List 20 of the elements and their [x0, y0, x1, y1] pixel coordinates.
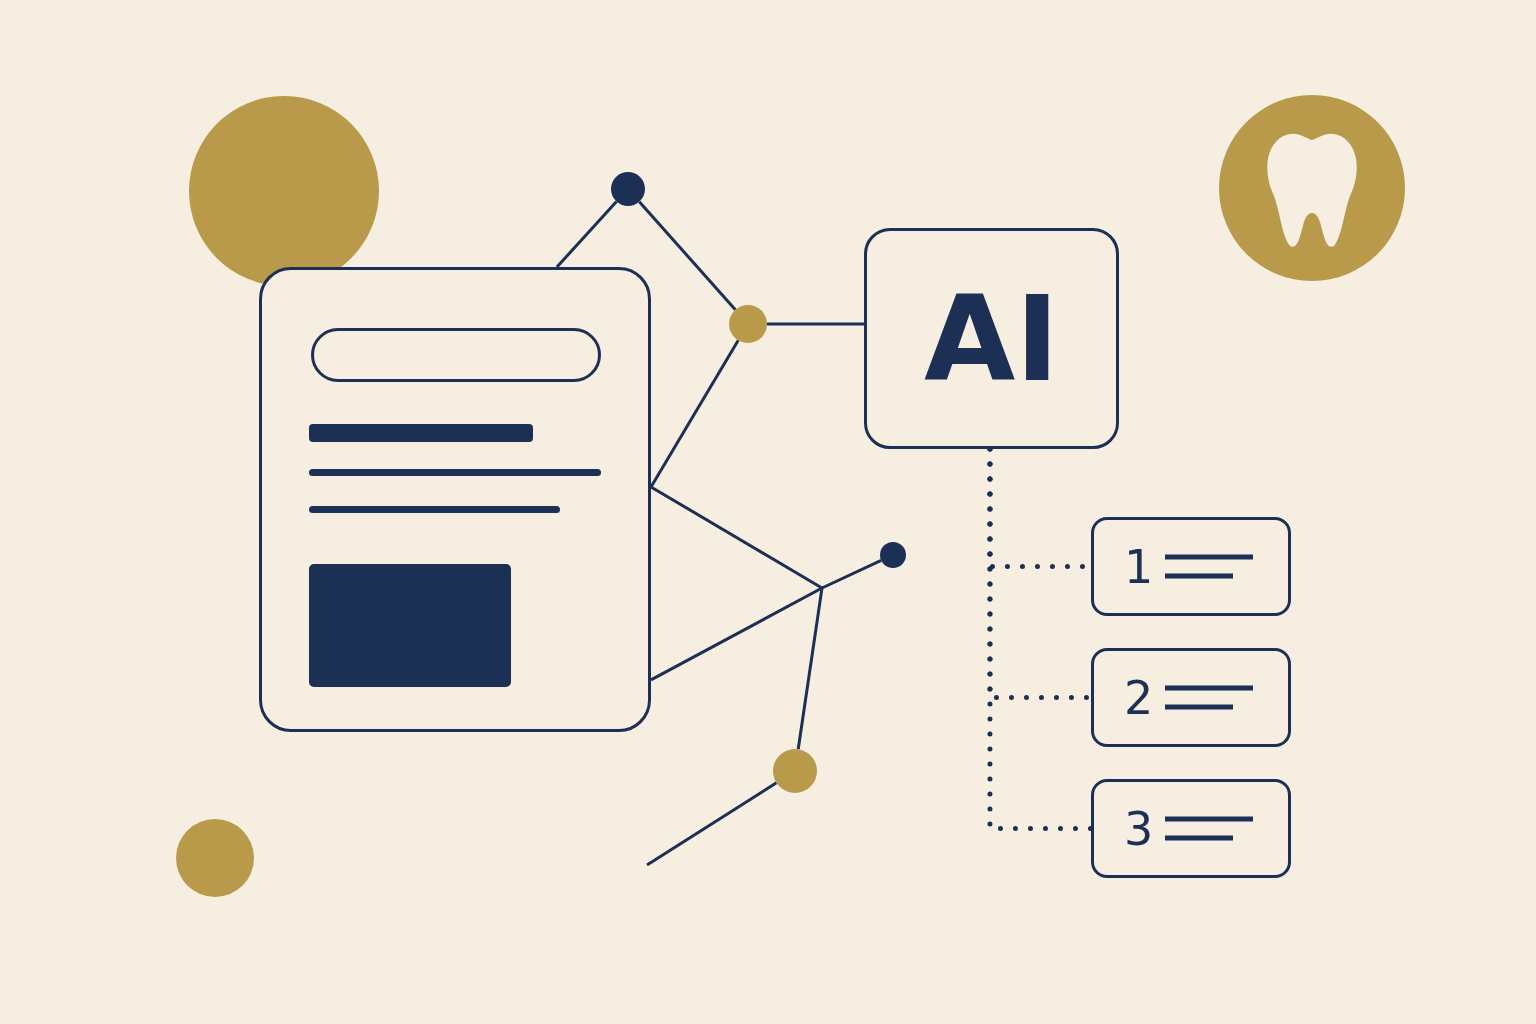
box-label: AI [923, 279, 1060, 398]
list-item-box [1091, 517, 1291, 616]
connector-line [638, 200, 737, 311]
connector-line [649, 339, 740, 488]
connector-line [650, 586, 824, 750]
connector-line [650, 485, 882, 590]
list-item-box [1091, 779, 1291, 878]
item-number: 2 [1124, 674, 1154, 721]
connector-line [767, 322, 864, 326]
network-dot [611, 172, 645, 206]
ai-box [864, 228, 1119, 449]
network-dot [880, 542, 906, 568]
connector-line [555, 200, 618, 268]
item-number: 1 [1124, 543, 1154, 590]
connector-line [646, 781, 778, 867]
document-card [259, 267, 651, 732]
network-dot [729, 305, 767, 343]
item-number: 3 [1124, 805, 1154, 852]
network-dot [773, 749, 817, 793]
list-item-box [1091, 648, 1291, 747]
